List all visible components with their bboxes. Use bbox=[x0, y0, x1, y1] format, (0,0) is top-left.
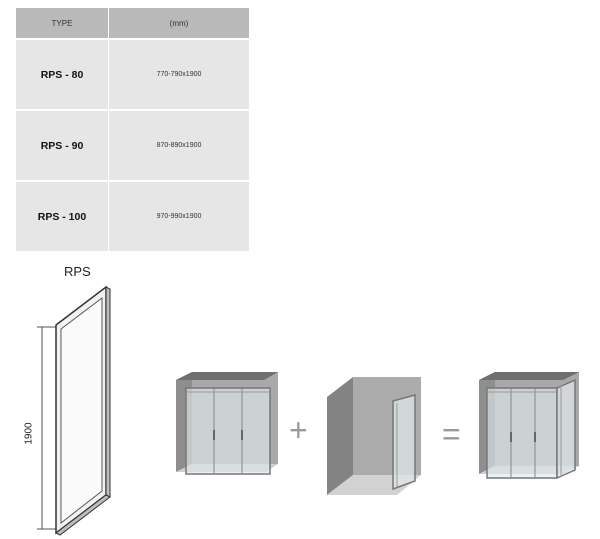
equals-symbol: = bbox=[442, 416, 461, 452]
table-row: RPS - 100 970-990x1900 bbox=[16, 180, 249, 251]
height-dimension-label: 1900 bbox=[23, 422, 35, 445]
dimensions-cell: 970-990x1900 bbox=[108, 180, 249, 251]
header-dimensions: (mm) bbox=[108, 8, 249, 39]
dimensions-cell: 770-790x1900 bbox=[108, 38, 249, 110]
side-panel-drawing bbox=[37, 285, 111, 536]
table-header-row: TYPE (mm) bbox=[16, 8, 249, 39]
plus-symbol: + bbox=[289, 412, 308, 448]
type-cell: RPS - 80 bbox=[16, 38, 109, 110]
side-panel-corner-drawing bbox=[327, 377, 421, 495]
dimensions-cell: 870-890x1900 bbox=[108, 109, 249, 181]
product-label: RPS bbox=[64, 264, 91, 279]
sliding-door-niche-drawing bbox=[176, 372, 278, 475]
type-cell: RPS - 90 bbox=[16, 109, 109, 181]
combined-enclosure-drawing bbox=[479, 372, 579, 480]
dimensions-table: TYPE (mm) RPS - 80 770-790x1900 RPS - 90… bbox=[16, 8, 249, 251]
header-type: TYPE bbox=[16, 8, 109, 39]
type-cell: RPS - 100 bbox=[16, 180, 109, 251]
table-row: RPS - 80 770-790x1900 bbox=[16, 38, 249, 110]
table-row: RPS - 90 870-890x1900 bbox=[16, 109, 249, 181]
